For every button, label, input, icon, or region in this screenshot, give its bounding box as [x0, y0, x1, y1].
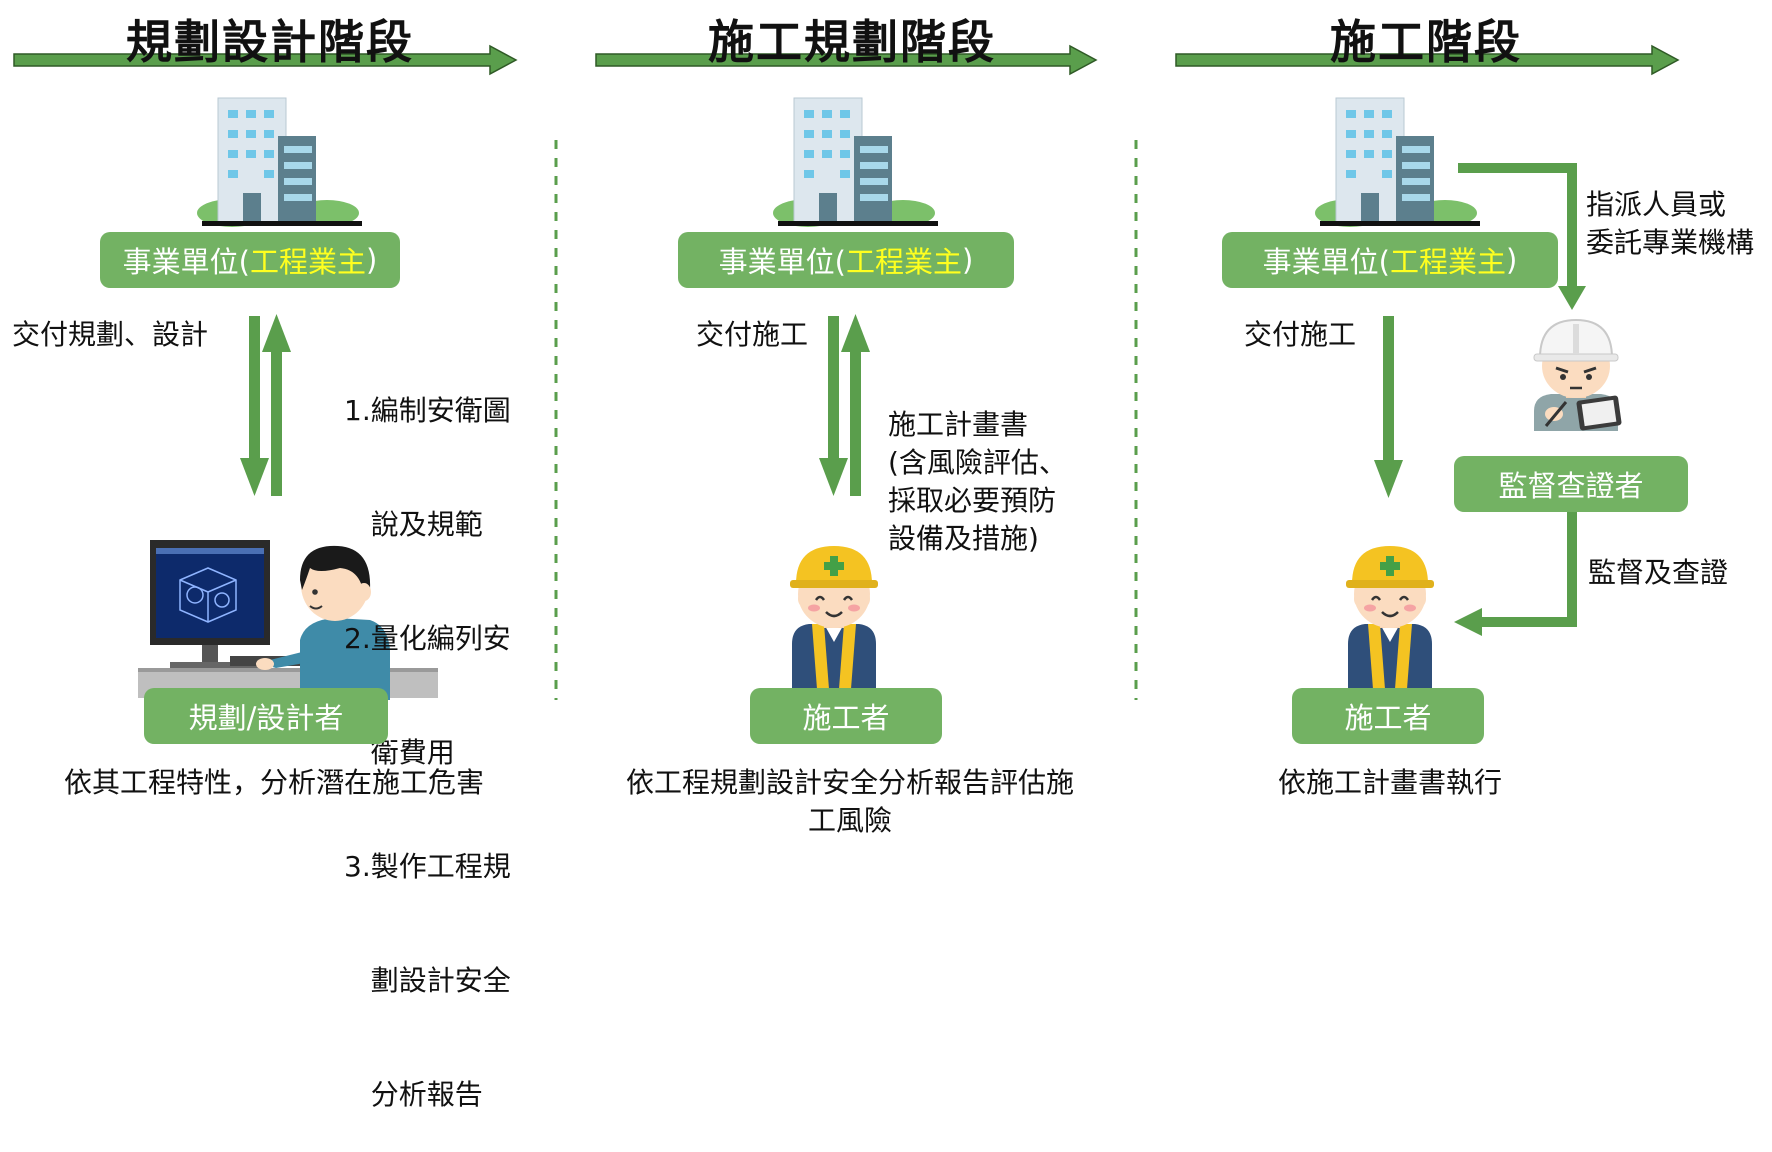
deliverable-line: 衛費用 — [344, 736, 455, 769]
deliverable-line: 3.製作工程規 — [344, 850, 511, 883]
owner-suffix: ) — [366, 243, 378, 277]
down-label: 交付規劃、設計 — [12, 318, 209, 351]
building-icon — [1314, 97, 1481, 228]
deliverable-line: 分析報告 — [344, 1078, 483, 1111]
deliverable-line: 說及規範 — [344, 508, 483, 541]
owner-highlight: 工程業主 — [845, 245, 962, 279]
actor-box: 施工者 — [1292, 688, 1484, 744]
down-arrow — [240, 316, 269, 496]
stage-arrow — [1175, 44, 1680, 76]
down-arrow — [819, 316, 848, 496]
inspector-illustration — [1532, 318, 1624, 433]
assign-label: 指派人員或 委託專業機構 — [1586, 186, 1754, 262]
deliverable-line: 2.量化編列安 — [344, 622, 511, 655]
assign-line: 委託專業機構 — [1586, 226, 1755, 259]
owner-label: 事業單位( — [122, 245, 250, 279]
caption-line: 依工程規劃設計安全分析報告評估施 — [625, 766, 1074, 799]
owner-highlight: 工程業主 — [249, 245, 366, 279]
plan-line: 設備及措施) — [888, 522, 1039, 555]
stage-arrow — [13, 44, 518, 76]
owner-label: 事業單位( — [1262, 245, 1390, 279]
caption-line: 依其工程特性，分析潛在施工危害 — [63, 766, 484, 799]
stage-title: 施工階段 — [1330, 15, 1522, 69]
construction-plan-label: 施工計畫書 (含風險評估、 採取必要預防 設備及措施) — [888, 406, 1067, 558]
owner-box: 事業單位(工程業主) — [100, 232, 400, 288]
inspect-label: 監督及查證 — [1588, 556, 1729, 589]
assign-arrow — [1458, 163, 1586, 310]
owner-suffix: ) — [962, 243, 974, 277]
up-arrow — [262, 314, 291, 496]
inspector-box: 監督查證者 — [1454, 456, 1688, 512]
actor-box: 規劃/設計者 — [144, 688, 388, 744]
actor-box: 施工者 — [750, 688, 942, 744]
construction-worker-illustration — [788, 544, 880, 691]
caption-line: 依施工計畫書執行 — [1277, 766, 1502, 799]
diagram-graphics — [13, 44, 1680, 701]
up-arrow — [841, 314, 870, 496]
construction-worker-illustration — [1344, 544, 1436, 691]
stage-title: 施工規劃階段 — [708, 15, 996, 69]
down-label: 交付施工 — [696, 318, 809, 351]
building-icon — [772, 97, 939, 228]
stage-title: 規劃設計階段 — [126, 15, 414, 69]
plan-line: (含風險評估、 — [888, 446, 1067, 479]
down-label: 交付施工 — [1244, 318, 1357, 351]
down-arrow — [1374, 316, 1403, 498]
owner-suffix: ) — [1506, 243, 1518, 277]
plan-line: 採取必要預防 — [888, 484, 1057, 517]
assign-line: 指派人員或 — [1586, 188, 1727, 221]
stage-arrow — [595, 44, 1098, 76]
stage-caption: 依工程規劃設計安全分析報告評估施 工風險 — [580, 764, 1120, 840]
stage-caption: 依其工程特性，分析潛在施工危害 — [14, 764, 534, 802]
deliverable-line: 1.編制安衛圖 — [344, 394, 511, 427]
stage-caption: 依施工計畫書執行 — [1190, 764, 1590, 802]
owner-label: 事業單位( — [718, 245, 846, 279]
deliverable-line: 劃設計安全 — [344, 964, 511, 997]
owner-highlight: 工程業主 — [1389, 245, 1506, 279]
plan-line: 施工計畫書 — [888, 408, 1029, 441]
owner-box: 事業單位(工程業主) — [1222, 232, 1558, 288]
owner-box: 事業單位(工程業主) — [678, 232, 1014, 288]
inspect-arrow — [1454, 512, 1577, 636]
building-icon — [196, 97, 363, 228]
caption-line: 工風險 — [807, 804, 892, 837]
